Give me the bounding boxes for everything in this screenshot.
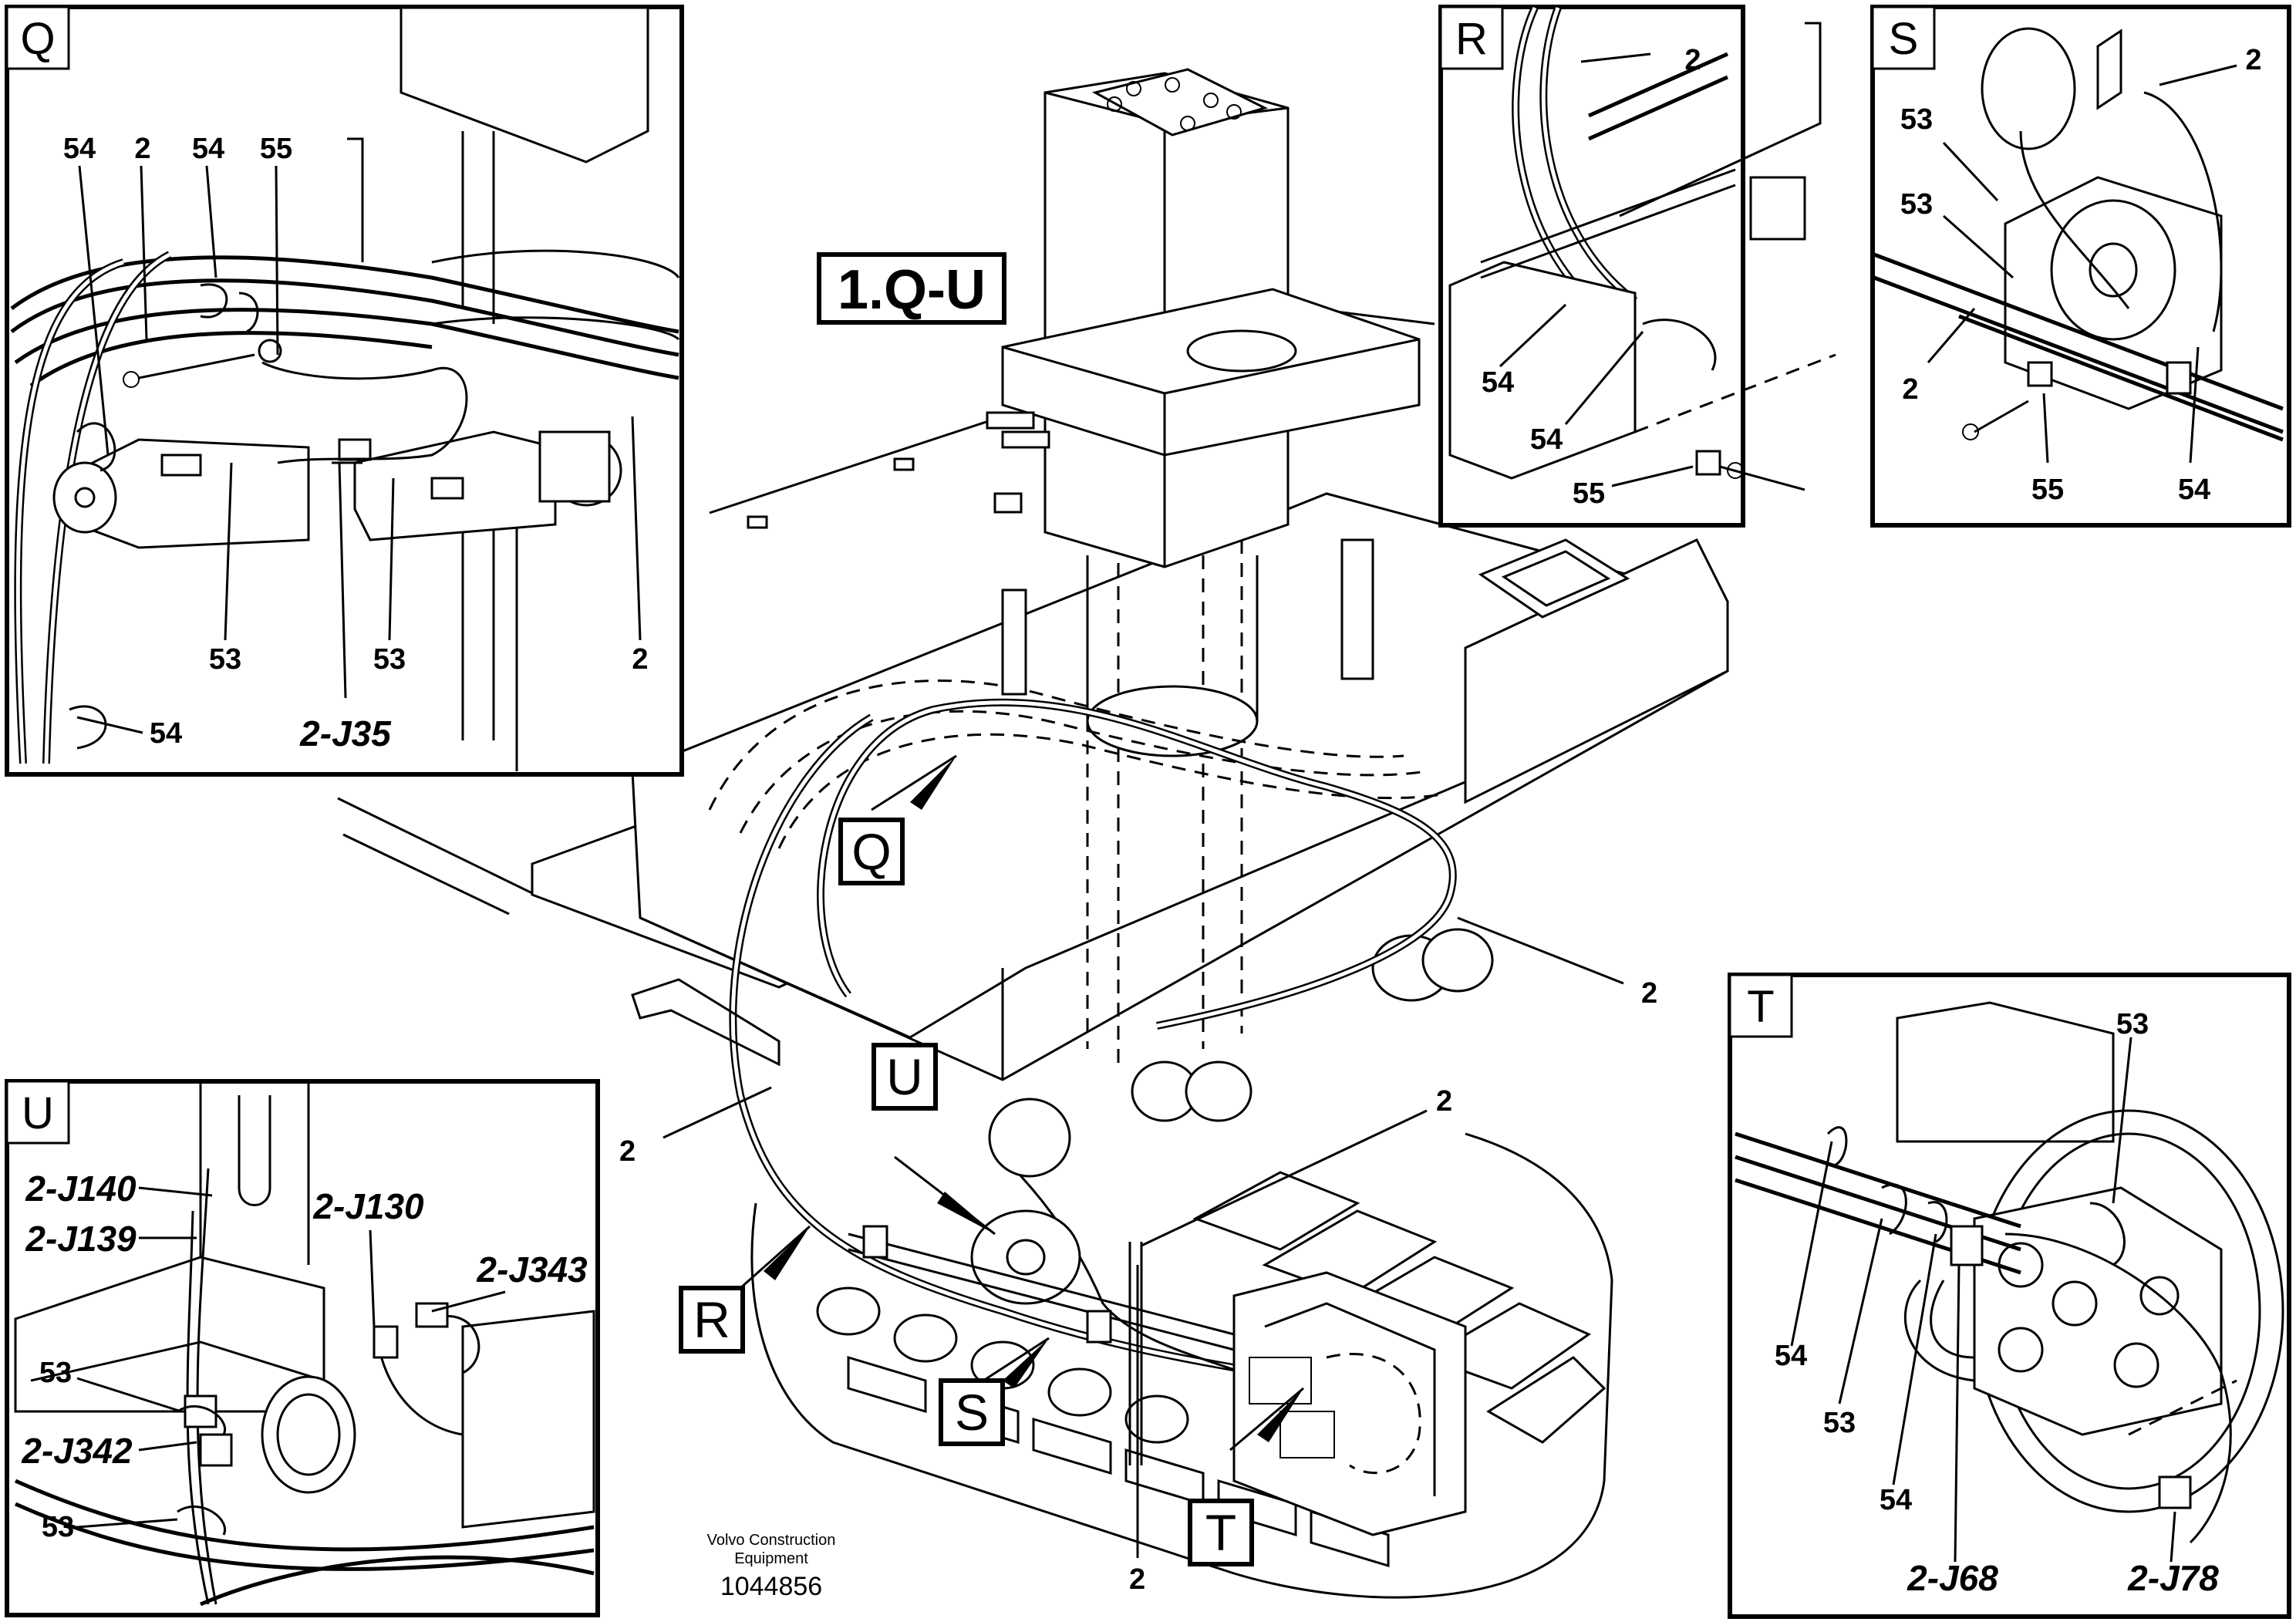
main-drawing <box>337 68 1729 1599</box>
panel-q-letter: Q <box>20 14 55 64</box>
panel-s-label-2: 53 <box>1900 103 1933 136</box>
panel-u-connector-j139: 2-J139 <box>25 1219 137 1259</box>
label-cable-2-left: 2 <box>619 1135 636 1168</box>
main-leaders <box>663 754 1624 1558</box>
panel-q-label-6: 53 <box>373 643 406 676</box>
panel-u-connector-j343: 2-J343 <box>476 1249 588 1290</box>
callout-q-letter: Q <box>851 823 891 880</box>
panel-u-connector-j130: 2-J130 <box>312 1186 424 1226</box>
detail-panel-u: U 2-J140 2-J139 2-J130 2-J343 2-J342 <box>5 1079 600 1617</box>
panel-q-label-5: 53 <box>209 643 241 676</box>
callout-s-letter: S <box>955 1384 989 1441</box>
panel-u-label-2: 53 <box>42 1511 74 1543</box>
callout-t-letter: T <box>1205 1504 1236 1561</box>
label-cable-2-right: 2 <box>1641 977 1657 1010</box>
leader-arrowhead <box>764 1226 810 1280</box>
leader-arrowhead <box>1003 1338 1049 1388</box>
callout-s: S <box>939 1378 1005 1446</box>
callout-q: Q <box>838 818 905 885</box>
panel-q-connector-label: 2-J35 <box>299 713 392 754</box>
panel-r-label-2: 54 <box>1482 366 1514 399</box>
callout-u-letter: U <box>886 1048 923 1105</box>
label-cable-2-bottom: 2 <box>1129 1563 1145 1596</box>
panel-s-label-4: 2 <box>1902 373 1918 406</box>
panel-s-letter: S <box>1889 14 1919 64</box>
panel-t-label-1: 53 <box>2116 1008 2149 1040</box>
panel-q-label-3: 54 <box>192 133 224 165</box>
footer-company-line2: Equipment <box>734 1550 808 1567</box>
panel-q-label-1: 54 <box>63 133 96 165</box>
panel-q-label-2: 2 <box>134 133 150 165</box>
panel-t-label-3: 53 <box>1823 1407 1856 1439</box>
detail-panel-s: S 2 53 53 2 55 54 <box>1870 5 2291 528</box>
panel-s-label-3: 53 <box>1900 188 1933 221</box>
panel-u-letter: U <box>22 1088 54 1138</box>
callout-t: T <box>1188 1499 1254 1566</box>
detail-panel-t: T 53 54 53 54 2-J68 2-J78 <box>1728 973 2291 1619</box>
panel-q-label-7: 2 <box>632 643 648 676</box>
panel-r-label-1: 2 <box>1684 44 1701 76</box>
footer-drawing-number: 1044856 <box>720 1572 822 1601</box>
footer-company-line1: Volvo Construction <box>707 1532 836 1549</box>
panel-q-label-4: 55 <box>260 133 292 165</box>
label-cable-2-mid: 2 <box>1436 1085 1452 1118</box>
leader-arrowhead <box>1257 1388 1303 1442</box>
panel-u-connector-j140: 2-J140 <box>25 1168 137 1209</box>
detail-panel-q: Q <box>5 5 684 777</box>
leader-arrowhead <box>910 756 956 810</box>
callout-r-letter: R <box>693 1291 730 1348</box>
panel-t-connector-j78: 2-J78 <box>2127 1558 2219 1598</box>
detail-panel-r: R 2 54 54 55 <box>1438 5 1836 528</box>
panel-u-connector-j342: 2-J342 <box>21 1431 133 1471</box>
panel-s-label-6: 54 <box>2178 474 2210 506</box>
panel-u-label-1: 53 <box>39 1357 72 1389</box>
callout-r: R <box>679 1286 745 1354</box>
panel-t-label-4: 54 <box>1880 1484 1912 1516</box>
callout-u: U <box>872 1043 938 1111</box>
panel-t-connector-j68: 2-J68 <box>1907 1558 1998 1598</box>
panel-r-label-4: 55 <box>1573 477 1605 510</box>
panel-s-label-5: 55 <box>2031 474 2064 506</box>
panel-s-label-1: 2 <box>2245 44 2261 76</box>
panel-t-letter: T <box>1747 982 1774 1032</box>
panel-r-label-3: 54 <box>1530 423 1563 456</box>
diagram-title: 1.Q-U <box>838 259 986 321</box>
panel-r-letter: R <box>1455 14 1488 64</box>
diagram-title-box: 1.Q-U <box>817 252 1006 325</box>
panel-t-label-2: 54 <box>1775 1340 1807 1372</box>
panel-q-label-8: 54 <box>150 717 182 750</box>
leader-arrowhead <box>937 1192 995 1234</box>
